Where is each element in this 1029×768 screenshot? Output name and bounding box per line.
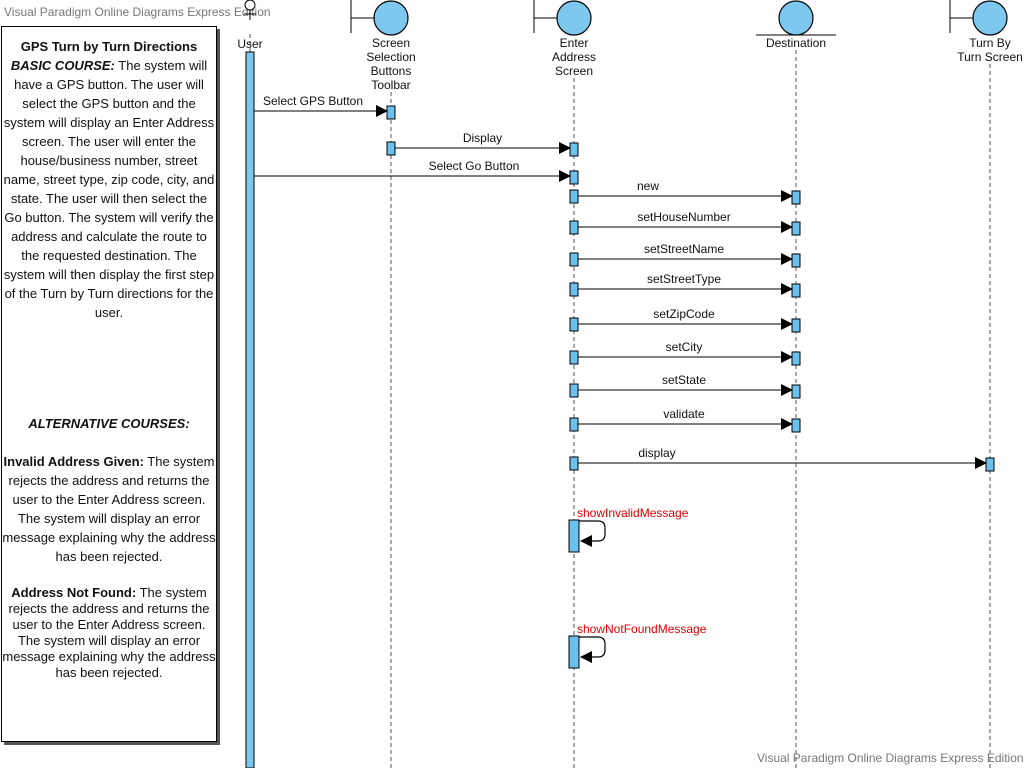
activation-bar-user — [245, 51, 255, 768]
address-not-found-label: Address Not Found: — [11, 585, 137, 600]
activation-enter_address — [569, 350, 579, 365]
activation-enter_address — [569, 142, 579, 157]
self-message-arrow[interactable] — [579, 636, 606, 663]
participant-label-enter_address: Screen — [555, 64, 593, 78]
participant-label-toolbar: Buttons — [371, 64, 412, 78]
address-not-found-text: Address Not Found: The system rejects th… — [2, 585, 216, 681]
message-label: validate — [663, 407, 705, 421]
activation-toolbar — [386, 141, 396, 156]
message-label: setZipCode — [653, 307, 715, 321]
participant-label-turn_screen: Turn Screen — [957, 50, 1023, 64]
activation-enter_address — [569, 189, 579, 204]
activation-toolbar — [386, 105, 396, 120]
basic-course-label: BASIC COURSE: — [10, 58, 115, 73]
boundary-toolbar-icon[interactable] — [373, 0, 409, 36]
activation-destination — [791, 418, 801, 433]
activation-enter_address — [569, 383, 579, 398]
activation-self-enter_address — [568, 635, 580, 669]
self-message-label: showNotFoundMessage — [577, 622, 707, 636]
activation-enter_address — [569, 220, 579, 235]
activation-self-enter_address — [568, 519, 580, 553]
message-label: Select GPS Button — [263, 94, 363, 108]
entity-destination-icon[interactable] — [778, 0, 814, 36]
activation-enter_address — [569, 317, 579, 332]
participant-label-turn_screen: Turn By — [969, 36, 1011, 50]
message-label: setStreetType — [647, 272, 721, 286]
message-label: setStreetName — [644, 242, 724, 256]
activation-enter_address — [569, 170, 579, 185]
boundary-enter_address-icon[interactable] — [556, 0, 592, 36]
actor-head-icon — [244, 0, 256, 11]
participant-label-enter_address: Enter — [560, 36, 589, 50]
participant-label-enter_address: Address — [552, 50, 596, 64]
invalid-address-text: Invalid Address Given: The system reject… — [2, 452, 216, 566]
basic-course-body: The system will have a GPS button. The u… — [3, 58, 215, 320]
boundary-turn_screen-icon[interactable] — [972, 0, 1008, 36]
activation-destination — [791, 283, 801, 298]
activation-destination — [791, 190, 801, 205]
activation-destination — [791, 351, 801, 366]
activation-destination — [791, 384, 801, 399]
message-label: setCity — [666, 340, 703, 354]
note-title: GPS Turn by Turn Directions — [20, 39, 198, 54]
invalid-address-body: The system rejects the address and retur… — [2, 454, 216, 564]
activation-enter_address — [569, 282, 579, 297]
message-label: setHouseNumber — [637, 210, 730, 224]
activation-enter_address — [569, 417, 579, 432]
activation-enter_address — [569, 252, 579, 267]
watermark-bottom: Visual Paradigm Online Diagrams Express … — [757, 751, 1024, 765]
participant-label-toolbar: Screen — [372, 36, 410, 50]
participant-label-user: User — [237, 37, 262, 51]
address-not-found-body: The system rejects the address and retur… — [2, 585, 216, 680]
activation-enter_address — [569, 456, 579, 471]
participant-label-toolbar: Selection — [366, 50, 415, 64]
self-message-arrow[interactable] — [579, 520, 606, 547]
use-case-note[interactable]: GPS Turn by Turn Directions BASIC COURSE… — [1, 26, 217, 742]
watermark-top: Visual Paradigm Online Diagrams Express … — [4, 5, 271, 19]
message-label: setState — [662, 373, 706, 387]
self-message-label: showInvalidMessage — [577, 506, 689, 520]
message-label: Select Go Button — [429, 159, 520, 173]
message-label: display — [638, 446, 675, 460]
invalid-address-label: Invalid Address Given: — [3, 454, 144, 469]
basic-course-text: BASIC COURSE: The system will have a GPS… — [2, 56, 216, 322]
message-label: Display — [463, 131, 502, 145]
activation-destination — [791, 221, 801, 236]
activation-destination — [791, 318, 801, 333]
activation-destination — [791, 253, 801, 268]
alternative-courses-heading: ALTERNATIVE COURSES: — [28, 416, 190, 431]
participant-label-toolbar: Toolbar — [371, 78, 410, 92]
participant-label-destination: Destination — [766, 36, 826, 50]
activation-turn_screen — [985, 457, 995, 472]
message-label: new — [637, 179, 659, 193]
